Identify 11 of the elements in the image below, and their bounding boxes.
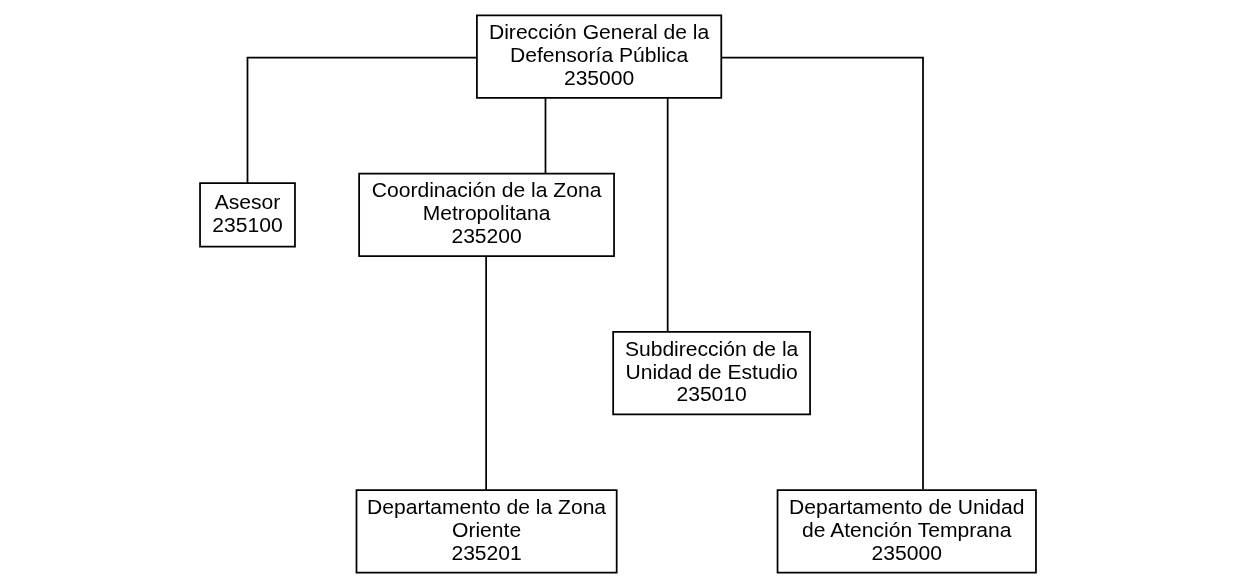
connector [544, 97, 546, 174]
node-box: Departamento de la Zona Oriente 235201 [355, 489, 618, 574]
node-box: Subdirección de la Unidad de Estudio 235010 [611, 330, 811, 416]
node-box: Departamento de Unidad de Atención Temprana 235000 [776, 489, 1037, 574]
node-box: Coordinación de la Zona Metropolitana 235200 [357, 172, 615, 258]
connector [666, 97, 669, 333]
connector [720, 56, 924, 491]
connector [246, 56, 477, 184]
connector [484, 255, 487, 491]
node-box: Asesor 235100 [198, 182, 296, 248]
node-box: Dirección General de la Defensoría Pública 235000 [475, 14, 722, 99]
